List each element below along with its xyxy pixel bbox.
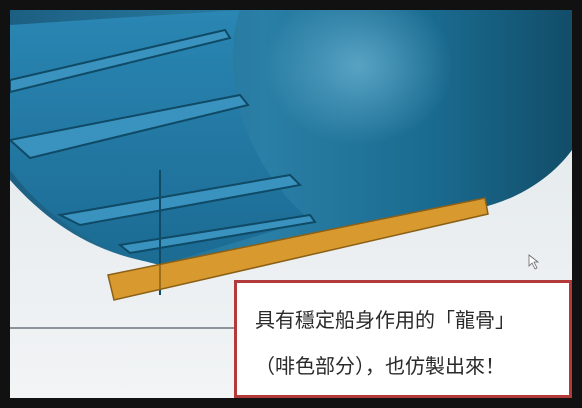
rib [117,213,317,255]
rib [10,28,232,94]
caption-box: 具有穩定船身作用的「龍骨」 （啡色部分），也仿製出來！ [234,280,572,398]
keel [107,197,489,301]
hull-gloss [210,10,480,235]
rib [10,93,250,160]
mouse-cursor-icon [528,254,540,270]
caption-line-2: （啡色部分），也仿製出來！ [255,354,505,378]
rib [56,173,303,227]
3d-model-viewport [10,10,572,398]
hull-ribs [10,28,317,255]
caption-line-1: 具有穩定船身作用的「龍骨」 [255,308,515,332]
